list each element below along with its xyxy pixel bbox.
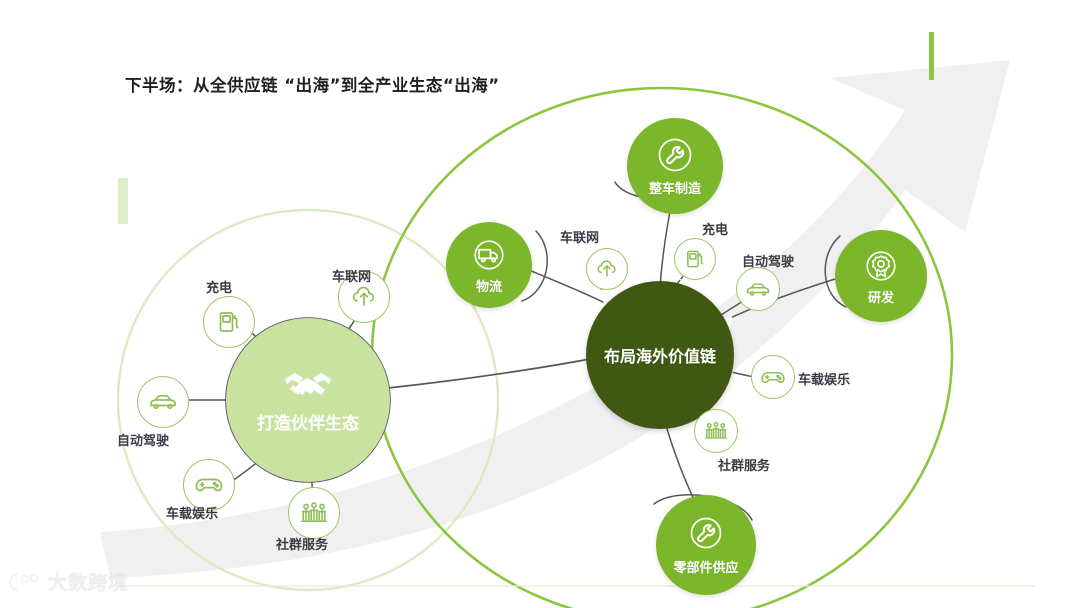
car-icon bbox=[150, 394, 176, 410]
sat-left-autodrive[interactable] bbox=[137, 376, 189, 428]
left-cluster-center[interactable]: 打造伙伴生态 bbox=[226, 318, 390, 482]
node-parts-supply-label: 零部件供应 bbox=[673, 561, 739, 576]
right-cluster-center[interactable]: 布局海外价值链 bbox=[586, 281, 734, 429]
cloud-upload-icon bbox=[352, 286, 375, 306]
spoke-right-manufacturing bbox=[659, 200, 673, 288]
sat-left-charge[interactable] bbox=[203, 296, 255, 348]
watermark-text: 大数跨境 bbox=[48, 572, 129, 595]
fuel-pump-icon bbox=[687, 250, 704, 268]
sat-left-community-label: 社群服务 bbox=[276, 538, 329, 553]
left-cluster-center-label: 打造伙伴生态 bbox=[257, 413, 359, 434]
left-accent-bar bbox=[118, 178, 128, 224]
spoke-right-rnd bbox=[729, 275, 846, 319]
node-manufacturing[interactable]: 整车制造 bbox=[627, 118, 723, 214]
sat-left-iov[interactable] bbox=[338, 271, 390, 323]
sat-left-charge-label: 充电 bbox=[206, 281, 233, 296]
logo-icon bbox=[8, 572, 39, 591]
gray-growth-arrow bbox=[100, 60, 1010, 578]
people-group-icon bbox=[705, 421, 727, 439]
right-accent-bar bbox=[929, 32, 934, 80]
watermark: 大数跨境 bbox=[8, 568, 128, 595]
medal-icon bbox=[866, 250, 896, 281]
car-icon bbox=[746, 282, 770, 296]
sat-left-community[interactable] bbox=[288, 487, 340, 539]
wrench-icon bbox=[658, 138, 692, 172]
arc-right-rnd bbox=[824, 235, 847, 308]
sat-right-community[interactable] bbox=[694, 409, 738, 453]
slide-title: 下半场：从全供应链 “出海”到全产业生态“出海” bbox=[125, 76, 500, 95]
right-cluster-center-label: 布局海外价值链 bbox=[603, 347, 716, 366]
sat-right-iov-label: 车联网 bbox=[560, 231, 600, 246]
node-manufacturing-label: 整车制造 bbox=[648, 182, 701, 197]
sat-left-iov-label: 车联网 bbox=[332, 270, 372, 285]
fuel-pump-icon bbox=[219, 312, 239, 332]
sat-left-entertainment[interactable] bbox=[183, 459, 235, 511]
handshake-icon bbox=[285, 372, 331, 395]
sat-right-charge[interactable] bbox=[674, 238, 716, 280]
people-group-icon bbox=[301, 502, 327, 522]
node-logistics[interactable]: 物流 bbox=[446, 222, 532, 308]
node-logistics-label: 物流 bbox=[475, 279, 502, 295]
node-parts-supply[interactable]: 零部件供应 bbox=[656, 495, 756, 595]
connector-left-to-right bbox=[387, 356, 601, 389]
sat-right-entertainment-label: 车载娱乐 bbox=[798, 373, 851, 388]
sat-right-community-label: 社群服务 bbox=[718, 459, 771, 474]
wrench-icon bbox=[690, 517, 722, 549]
node-rnd-label: 研发 bbox=[867, 290, 894, 306]
cloud-upload-icon bbox=[597, 260, 616, 277]
sat-right-entertainment[interactable] bbox=[751, 355, 795, 399]
sat-left-entertainment-label: 车载娱乐 bbox=[166, 507, 219, 522]
sat-right-autodrive[interactable] bbox=[736, 267, 780, 311]
gamepad-icon bbox=[761, 371, 785, 383]
left-outer-ellipse bbox=[116, 208, 500, 592]
arc-right-logistics bbox=[521, 230, 548, 302]
sat-right-autodrive-label: 自动驾驶 bbox=[742, 255, 795, 270]
sat-right-iov[interactable] bbox=[586, 248, 628, 290]
node-rnd[interactable]: 研发 bbox=[835, 230, 927, 322]
sat-right-charge-label: 充电 bbox=[702, 223, 729, 238]
truck-icon bbox=[474, 239, 504, 270]
sat-left-autodrive-label: 自动驾驶 bbox=[117, 434, 170, 449]
gamepad-icon bbox=[195, 478, 223, 492]
